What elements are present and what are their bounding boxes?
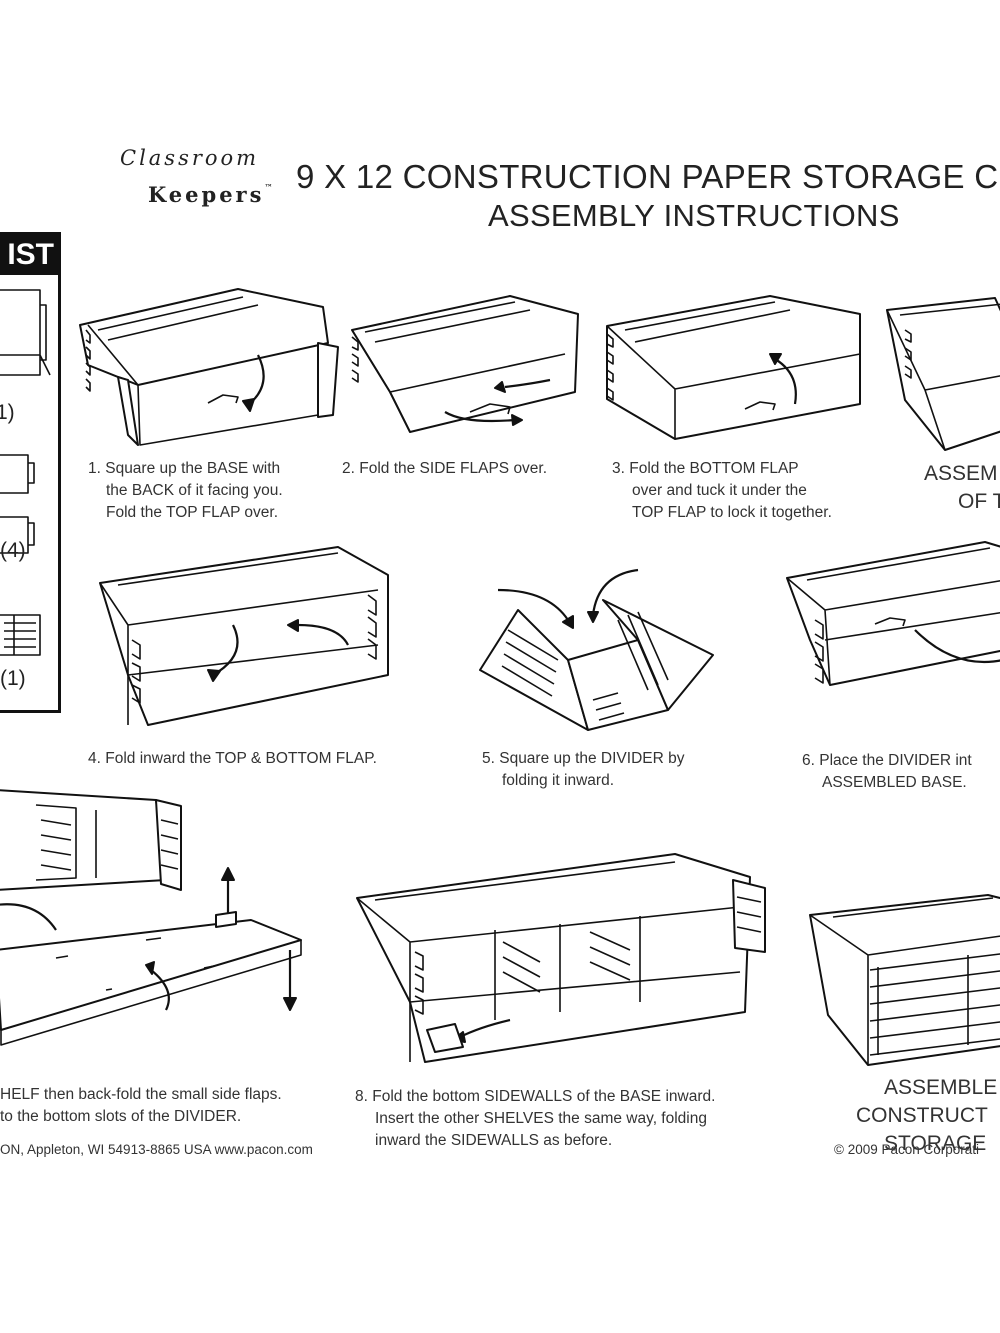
step-7-line-2: to the bottom slots of the DIVIDER. [0,1108,242,1125]
page-title: 9 X 12 CONSTRUCTION PAPER STORAGE C [296,158,999,195]
step-5-line-2: folding it inward. [502,772,615,789]
step-3b-line-1: ASSEM [924,462,998,485]
step-8-illustration [356,853,766,1063]
step-3-line-2: over and tuck it under the [632,482,807,499]
step-4-illustration [99,546,389,726]
assembled-base-illustration [886,297,1000,451]
step-3b-caption: ASSEM OF T [924,460,1000,516]
footer-address: ON, Appleton, WI 54913-8865 USA www.paco… [0,1142,313,1157]
parts-list-heading: IST [0,235,58,275]
step-1-line-1: 1. Square up the BASE with [88,460,281,477]
parts-list-box: IST 1) (4) (1) [0,232,61,713]
step-7-caption: HELF then back-fold the small side flaps… [0,1084,282,1128]
step-6-line-2: ASSEMBLED BASE. [822,774,967,791]
step-1-line-2: the BACK of it facing you. [106,482,283,499]
step-2-illustration [351,295,579,433]
step-2-line-1: 2. Fold the SIDE FLAPS over. [342,460,548,477]
parts-list-illustrations [0,289,51,656]
step-4-caption: 4. Fold inward the TOP & BOTTOM FLAP. [88,748,377,770]
step-3-caption: 3. Fold the BOTTOM FLAP over and tuck it… [612,458,832,524]
step-7-illustration [0,789,302,1046]
step-3-line-1: 3. Fold the BOTTOM FLAP [612,460,799,477]
assembled-storage-illustration [809,894,1000,1066]
parts-qty-divider: (1) [0,667,26,690]
step-8-line-1: 8. Fold the bottom SIDEWALLS of the BASE… [355,1088,716,1105]
parts-qty-base: 1) [0,401,15,424]
step-9-line-1: ASSEMBLE [884,1076,998,1099]
step-9-line-2: CONSTRUCT [856,1104,988,1127]
step-5-caption: 5. Square up the DIVIDER by folding it i… [482,748,684,792]
step-8-line-2: Insert the other SHELVES the same way, f… [375,1110,707,1127]
step-8-line-3: inward the SIDEWALLS as before. [375,1132,613,1149]
step-9-line-3: STORAGE [884,1132,987,1155]
step-3b-line-2: OF T [958,490,1000,513]
logo-line-2: Keepers™ [148,182,276,207]
step-6-illustration [786,541,1000,686]
logo-line-1: Classroom [120,146,260,170]
step-5-illustration [479,568,714,731]
page-subtitle: ASSEMBLY INSTRUCTIONS [488,198,900,233]
step-4-line-1: 4. Fold inward the TOP & BOTTOM FLAP. [88,750,377,767]
step-1-illustration [79,288,339,446]
step-6-line-1: 6. Place the DIVIDER int [802,752,972,769]
footer-copyright: © 2009 Pacon Corporati [834,1142,980,1157]
step-9-caption: ASSEMBLE CONSTRUCT STORAGE [856,1074,997,1158]
step-8-caption: 8. Fold the bottom SIDEWALLS of the BASE… [355,1086,715,1152]
step-1-caption: 1. Square up the BASE with the BACK of i… [88,458,283,524]
step-3-illustration [606,295,861,440]
step-3-line-3: TOP FLAP to lock it together. [632,504,832,521]
step-2-caption: 2. Fold the SIDE FLAPS over. [342,458,547,480]
step-7-line-1: HELF then back-fold the small side flaps… [0,1086,282,1103]
classroom-keepers-logo: Classroom Keepers™ [120,146,285,216]
parts-qty-shelves: (4) [0,539,26,562]
step-6-caption: 6. Place the DIVIDER int ASSEMBLED BASE. [802,750,972,794]
step-5-line-1: 5. Square up the DIVIDER by [482,750,685,767]
step-1-line-3: Fold the TOP FLAP over. [106,504,279,521]
